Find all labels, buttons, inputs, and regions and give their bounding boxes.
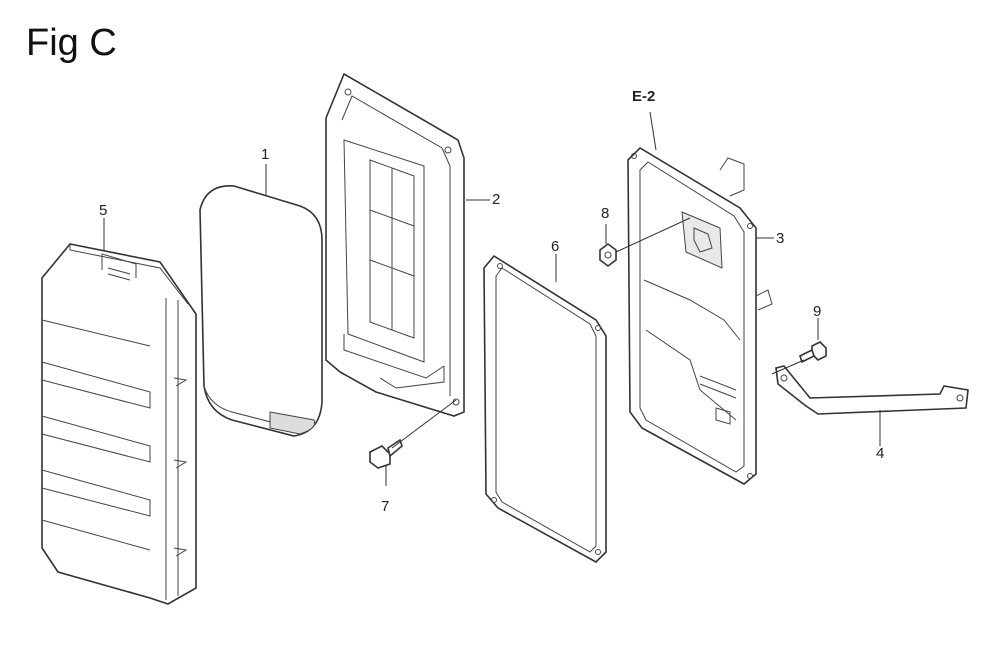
figure-title: Fig C [26, 22, 117, 64]
callout-3: 3 [776, 230, 785, 247]
part-1-filter-element [199, 185, 323, 437]
callout-1: 1 [261, 146, 270, 163]
callout-7: 7 [381, 498, 390, 515]
callout-6: 6 [551, 238, 560, 255]
part-5-air-cleaner-cover [41, 243, 197, 605]
callout-4: 4 [876, 445, 885, 462]
part-7-bolt [369, 438, 403, 469]
callout-5: 5 [99, 202, 108, 219]
leader-lines [103, 111, 881, 486]
section-reference: E-2 [632, 88, 656, 105]
callout-9: 9 [813, 303, 822, 320]
part-2-air-cleaner-case [325, 72, 465, 417]
part-6-gasket [483, 254, 607, 563]
part-9-screw [799, 341, 827, 364]
callout-8: 8 [601, 205, 610, 222]
part-3-air-cleaner-base [627, 146, 773, 485]
callout-2: 2 [492, 191, 501, 208]
part-4-stay-bracket [775, 365, 969, 415]
part-8-nut [599, 243, 617, 267]
